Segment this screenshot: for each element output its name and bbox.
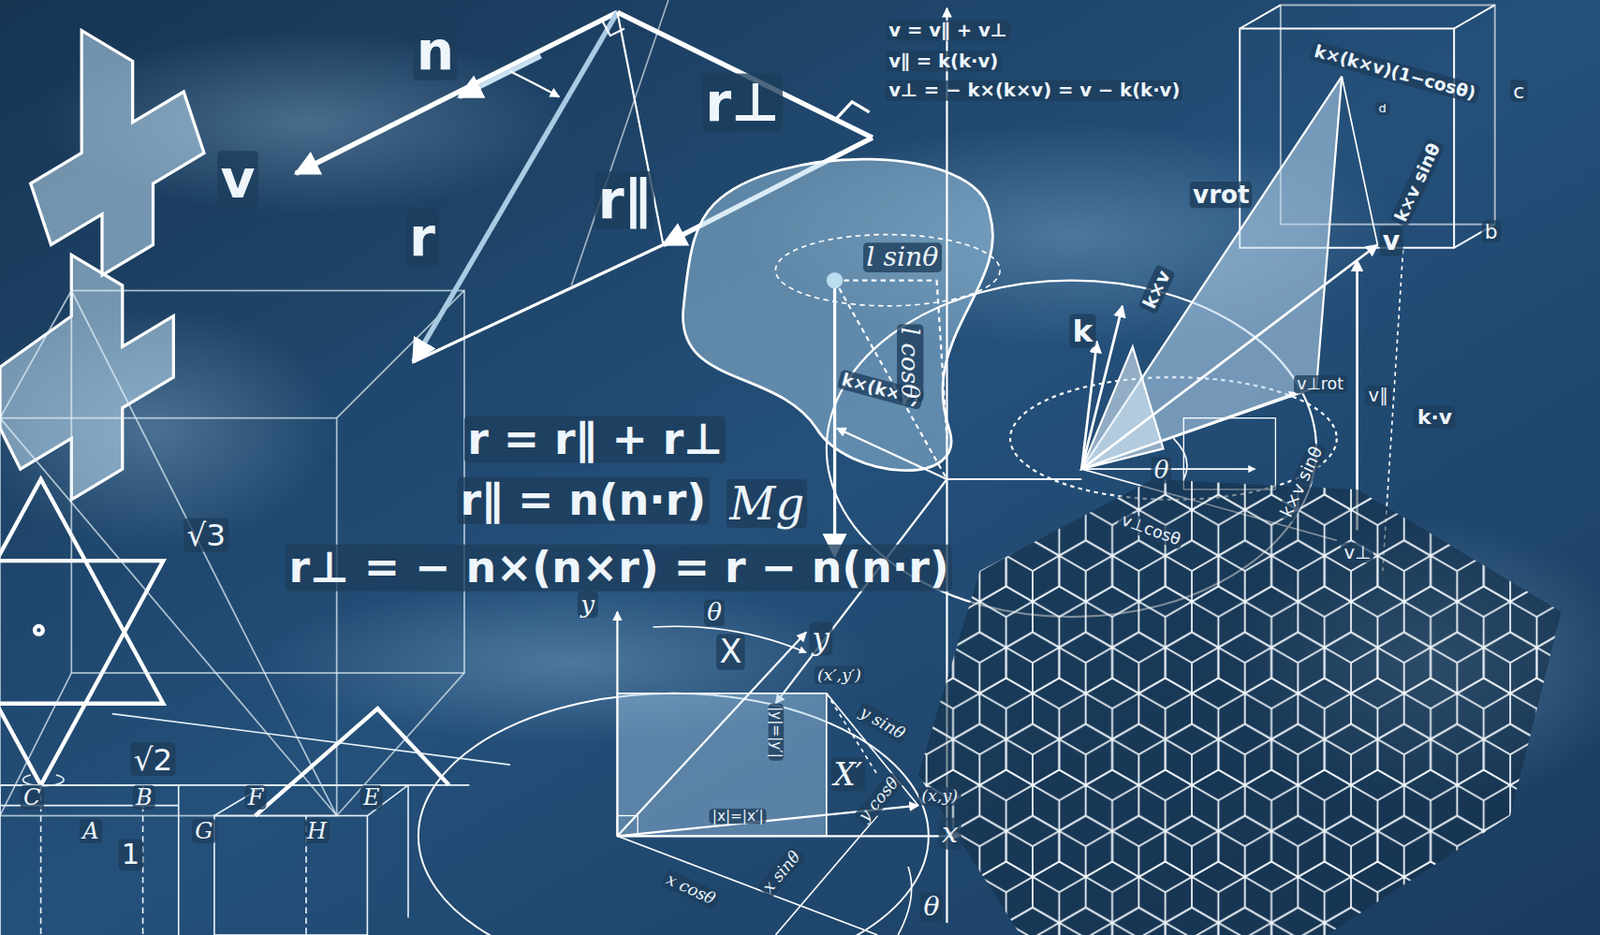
- formula-label: l sinθ: [863, 242, 942, 272]
- formula-label: n: [412, 22, 457, 81]
- formula-label: √2: [131, 742, 177, 777]
- formula-label: k×v sinθ: [1275, 440, 1327, 524]
- formula-label: y: [808, 622, 833, 657]
- formula-label: v: [217, 150, 258, 209]
- formula-label: 1: [117, 839, 143, 872]
- formula-label: y sinθ: [853, 702, 911, 746]
- formula-label: k·v: [1414, 406, 1456, 429]
- formula-label: r: [406, 208, 440, 267]
- formula-label: k: [1069, 314, 1096, 349]
- formula-label: k×v: [1137, 264, 1175, 315]
- formula-label: r⊥ = − n×(n×r) = r − n(n·r): [285, 544, 953, 592]
- formula-label: k×v sinθ: [1389, 137, 1445, 228]
- formula-label: v⊥rot: [1293, 375, 1347, 394]
- formula-label: x sinθ: [757, 845, 807, 899]
- formula-label: vrot: [1189, 181, 1253, 209]
- formula-label: v: [1379, 226, 1404, 256]
- formula-label: H: [304, 819, 330, 844]
- formula-label: b: [1482, 220, 1501, 243]
- formula-label: θ: [1150, 456, 1172, 485]
- formula-label: θ: [704, 600, 725, 628]
- formula-label: x: [939, 818, 962, 851]
- formula-label: r∥: [594, 171, 654, 230]
- formula-label: G: [191, 819, 217, 844]
- formula-label: v∥ = k(k·v): [885, 50, 1002, 72]
- formula-label: X: [716, 634, 745, 671]
- formula-label: x cosθ: [660, 868, 721, 910]
- formula-label: c: [1510, 79, 1528, 103]
- formula-label: v⊥: [1340, 543, 1374, 564]
- formula-label: v⊥cosθ: [1115, 510, 1186, 551]
- formula-label: |y|=|y′|: [767, 704, 784, 762]
- formula-label: |x|=|x′|: [708, 808, 766, 825]
- formula-label: X′: [830, 757, 866, 792]
- formula-label: E: [360, 785, 383, 810]
- formula-label: l cosθ: [896, 323, 925, 402]
- formula-label: v⊥ = − k×(k×v) = v − k(k·v): [885, 80, 1184, 102]
- formula-label: F: [245, 785, 267, 810]
- formula-label: k×(k×v)(1−cosθ): [1309, 41, 1482, 104]
- formula-label: C: [20, 785, 45, 810]
- formula-label: B: [132, 785, 156, 810]
- formula-label: r = r∥ + r⊥: [464, 415, 726, 463]
- formula-label: √3: [183, 517, 229, 552]
- formula-label: (x,y): [918, 787, 961, 806]
- formula-label: A: [79, 819, 103, 844]
- formula-label: y: [577, 591, 598, 619]
- formula-label: v∥: [1365, 385, 1392, 407]
- formula-label: d: [1375, 102, 1390, 116]
- formula-label: v = v∥ + v⊥: [885, 20, 1011, 42]
- formula-label: r∥ = n(n·r): [456, 477, 709, 525]
- formula-label: (x′,y′): [814, 665, 865, 684]
- formula-label: Mg: [726, 479, 808, 529]
- formula-label: r⊥: [702, 73, 783, 132]
- formula-label: θ: [920, 892, 943, 922]
